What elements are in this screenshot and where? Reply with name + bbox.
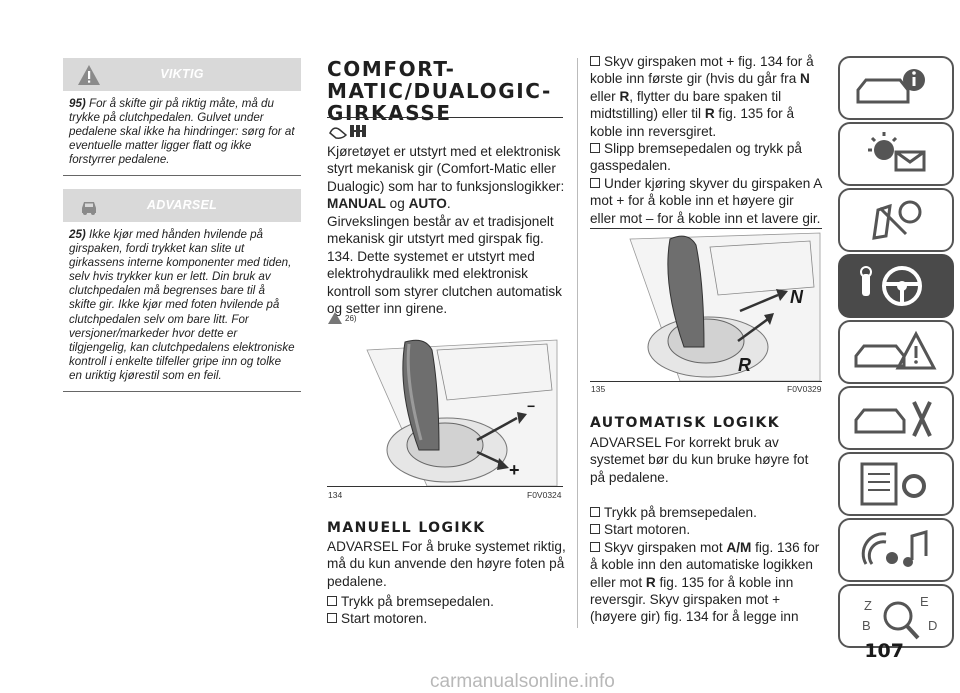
figure-code: F0V0329	[787, 384, 822, 394]
warning-body: Ikke kjør med hånden hvilende på girspak…	[69, 228, 295, 382]
plus-label: +	[509, 460, 520, 480]
svg-text:D: D	[928, 618, 937, 633]
gear-lever-illustration	[366, 339, 558, 487]
multimedia-icon	[861, 530, 928, 567]
tab-starting-driving[interactable]	[838, 254, 954, 318]
section-heading-manual: MANUELL LOGIKK	[327, 520, 486, 536]
svg-text:E: E	[920, 594, 929, 609]
list-item: Start motoren.	[327, 610, 567, 627]
figure-134: − +	[327, 330, 563, 487]
info-car-icon	[856, 69, 925, 104]
tab-index[interactable]: Z E B D	[838, 584, 954, 648]
warning-title: ADVARSEL	[146, 198, 218, 212]
column-divider	[577, 58, 578, 628]
section-heading-auto: AUTOMATISK LOGIKK	[590, 415, 780, 431]
warning-title: VIKTIG	[160, 67, 204, 81]
manual-gear-icon	[329, 125, 366, 139]
figure-number: 134	[328, 490, 343, 500]
bullet-box-icon	[327, 596, 337, 606]
warning-text: 25) Ikke kjør med hånden hvilende på gir…	[63, 222, 301, 391]
r-label: R	[738, 355, 751, 375]
bullet-box-icon	[590, 541, 600, 552]
tab-vehicle-info[interactable]	[838, 56, 954, 120]
list-item: Skyv girspaken mot A/M fig. 136 for å ko…	[590, 539, 820, 625]
warning-box-advarsel: ADVARSEL 25) Ikke kjør med hånden hvilen…	[63, 189, 301, 393]
warning-ref: 26)	[345, 314, 357, 323]
svg-text:Z: Z	[864, 598, 872, 613]
bullet-box-icon	[590, 524, 600, 535]
list-item: Slipp bremsepedalen og trykk på gasspeda…	[590, 141, 802, 174]
page-number: 107	[864, 640, 904, 662]
car-service-icon	[854, 401, 932, 437]
list-item: Under kjøring skyver du girspaken A mot …	[590, 175, 822, 226]
bullet-box-icon	[590, 143, 600, 154]
alphabet-index-icon: Z E B D	[862, 594, 937, 640]
mode-manual: MANUAL	[327, 196, 386, 212]
warning-header: ADVARSEL	[63, 189, 301, 222]
seat-airbag-icon	[872, 200, 922, 240]
section-heading-comfort: COMFORT- MATIC/DUALOGIC- GIRKASSE	[327, 57, 552, 125]
tab-technical-data[interactable]	[838, 452, 954, 516]
tab-multimedia[interactable]	[838, 518, 954, 582]
list-item: Start motoren.	[590, 521, 822, 538]
bullet-box-icon	[590, 507, 600, 517]
list-item: Trykk på bremsepedalen.	[590, 504, 822, 521]
warning-header: VIKTIG	[63, 58, 301, 91]
warning-text: 95) For å skifte gir på riktig måte, må …	[63, 91, 301, 175]
gear-lever-illustration	[629, 232, 821, 382]
figure-number: 135	[591, 384, 606, 394]
tab-safety[interactable]	[838, 188, 954, 252]
car-warning-icon	[82, 202, 96, 215]
n-label: N	[790, 287, 803, 307]
list-item: Skyv girspaken mot + fig. 134 for å kobl…	[590, 54, 814, 139]
minus-label: −	[527, 398, 536, 414]
tab-maintenance[interactable]	[838, 386, 954, 450]
note-number: 25)	[69, 228, 86, 241]
warning-lights-icon	[868, 132, 926, 172]
warning-triangle-icon	[78, 65, 100, 85]
warning-ref-icon	[328, 312, 342, 324]
steering-wheel-key-icon	[860, 266, 922, 306]
warning-body: For å skifte gir på riktig måte, må du t…	[69, 97, 295, 167]
figure-code: F0V0324	[527, 490, 562, 500]
warning-box-viktig: VIKTIG 95) For å skifte gir på riktig må…	[63, 58, 301, 177]
manual-steps: Trykk på bremsepedalen. Start motoren.	[327, 593, 567, 628]
emergency-triangle-icon	[854, 330, 937, 370]
auto-text: ADVARSEL For korrekt bruk av systemet bø…	[590, 435, 809, 485]
mode-auto: AUTO	[408, 196, 447, 212]
tab-emergency[interactable]	[838, 320, 954, 384]
tab-warning-lights[interactable]	[838, 122, 954, 186]
specs-list-icon	[860, 462, 926, 506]
bullet-box-icon	[590, 56, 600, 66]
bullet-box-icon	[327, 613, 337, 624]
comfort-paragraph: Girvekslingen består av et tradisjonelt …	[327, 214, 562, 317]
heading-rule	[327, 117, 563, 118]
auto-steps: Trykk på bremsepedalen. Start motoren. S…	[590, 504, 822, 626]
note-number: 95)	[69, 97, 86, 110]
figure-135: N R	[590, 228, 822, 382]
manual-text: ADVARSEL For å bruke systemet riktig, må…	[327, 539, 566, 589]
bullet-box-icon	[590, 177, 600, 188]
svg-text:B: B	[862, 618, 871, 633]
list-item: Trykk på bremsepedalen.	[327, 593, 567, 610]
watermark: carmanualsonline.info	[430, 671, 615, 692]
comfort-intro: Kjøretøyet er utstyrt med et elektronisk…	[327, 144, 565, 212]
col3-steps: Skyv girspaken mot + fig. 134 for å kobl…	[590, 53, 822, 227]
